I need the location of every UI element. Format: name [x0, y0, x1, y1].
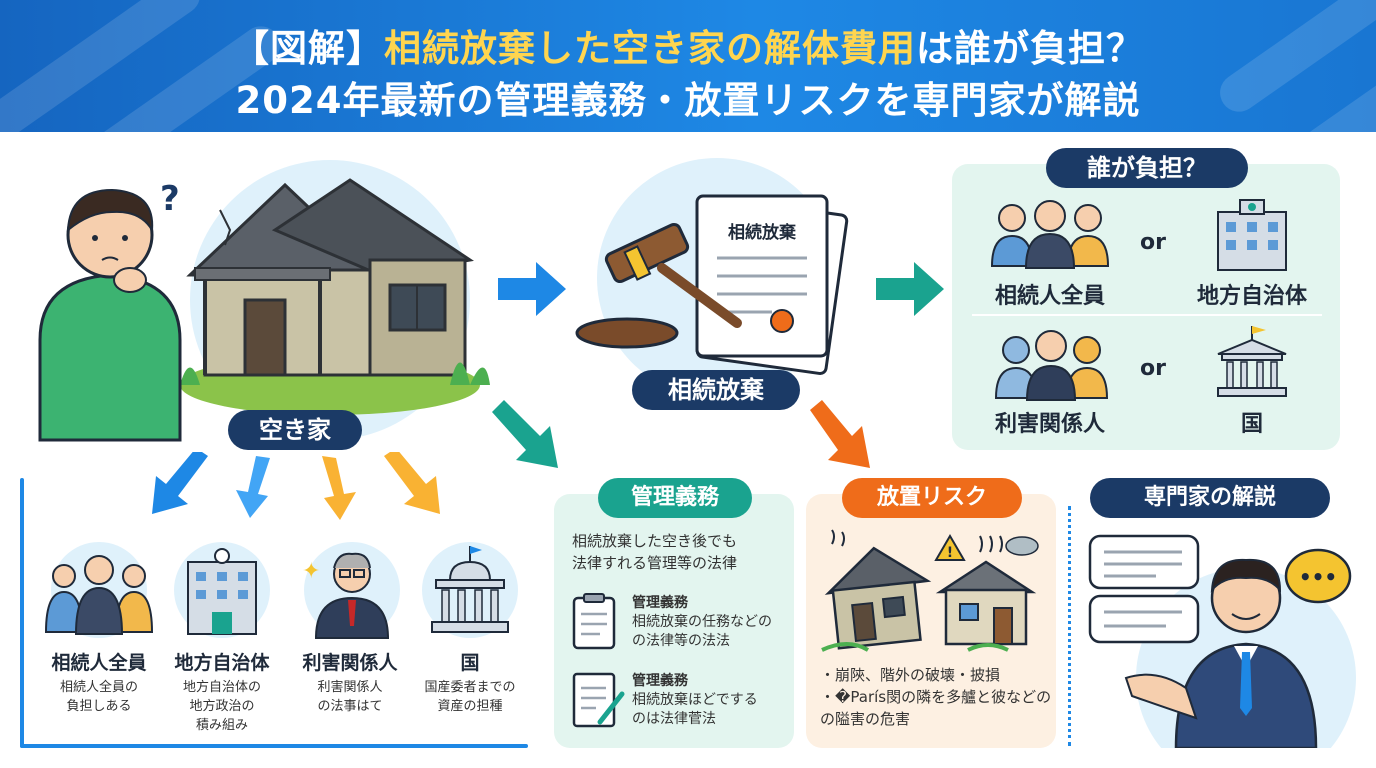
national-government-icon — [1217, 326, 1287, 397]
document-pen-icon — [572, 672, 625, 728]
option-heirs: 相続人全員 — [994, 284, 1105, 309]
cloud-icon — [979, 535, 1039, 556]
desc-line: 地方自治体の — [182, 680, 261, 695]
title-rest: は誰が負担？ — [916, 27, 1144, 70]
management-intro: 相続放棄した空き後でも 法律すれる管理等の法律 — [572, 530, 737, 574]
speech-bubble-icon — [1088, 594, 1200, 644]
thinking-bubble-icon — [1284, 548, 1352, 604]
item-line: 相続放棄ほどでする — [632, 692, 758, 708]
desc-line: 利害関係人 — [317, 680, 383, 695]
party-desc-heirs: 相続人全員の 負担しある — [36, 678, 162, 716]
legal-document-icon — [695, 194, 849, 375]
option-municipality: 地方自治体 — [1196, 284, 1307, 309]
party-desc-nation: 国産委者までの 資産の担種 — [414, 678, 526, 716]
risk-bullet: の隘害の危害 — [820, 710, 911, 728]
item-line: の法律等の法法 — [632, 633, 730, 649]
abandoned-house-icon — [186, 178, 474, 377]
dotted-divider — [1068, 506, 1071, 746]
header-banner: 【図解】相続放棄した空き家の解体費用は誰が負担？ 2024年最新の管理義務・放置… — [0, 0, 1376, 132]
party-name-stakeholder: 利害関係人 — [302, 652, 398, 674]
arrow-down-right-icon — [810, 400, 870, 468]
intro-line: 法律すれる管理等の法律 — [572, 554, 738, 572]
expert-person-icon — [1124, 558, 1318, 748]
management-item-1: 管理義務 相続放棄の任務などの の法律等の法法 — [632, 594, 772, 651]
weeds-icon — [450, 362, 490, 385]
risk-title: 放置リスク — [842, 478, 1022, 518]
arrow-right-icon — [876, 262, 944, 316]
intro-line: 相続放棄した空き後でも — [572, 532, 738, 550]
risk-bullets: ・崩陝、階外の破壊・披損 ・�París閔の隣を多艫と彼などの の隘害の危害 — [820, 664, 1051, 730]
warning-icon: ! — [934, 534, 966, 561]
weeds-icon — [821, 642, 1009, 652]
arrow-down-right-icon — [384, 452, 440, 514]
desc-line: 国産委者までの — [424, 680, 516, 695]
party-municipality-icon — [174, 542, 270, 638]
vacant-house-label: 空き家 — [228, 410, 362, 450]
house-scene: ? — [38, 160, 490, 442]
bracket-line-vertical — [20, 478, 24, 748]
party-name-municipality: 地方自治体 — [174, 652, 270, 674]
speech-bubble-icon — [1088, 534, 1200, 590]
title-accent: 相続放棄した空き家の解体費用 — [384, 27, 916, 70]
party-name-nation: 国 — [460, 652, 480, 674]
party-name-heirs: 相続人全員 — [51, 652, 147, 674]
weeds-icon — [180, 367, 200, 385]
arrow-down-icon — [236, 456, 270, 518]
item-heading: 管理義務 — [632, 595, 688, 611]
item-heading: 管理義務 — [632, 673, 688, 689]
expert-title: 専門家の解説 — [1090, 478, 1330, 518]
desc-line: 負担しある — [66, 699, 132, 714]
management-title: 管理義務 — [598, 478, 752, 518]
branch-arrows — [152, 452, 440, 520]
arrow-down-left-icon — [152, 452, 208, 514]
bubble-dots: ••• — [1299, 565, 1337, 589]
damaged-house-icon — [935, 560, 1037, 646]
party-heirs-icon — [44, 542, 154, 638]
desc-line: 積み組み — [195, 718, 248, 733]
risk-bullet: ・崩陝、階外の破壊・披損 — [820, 666, 1001, 684]
renunciation-label: 相続放棄 — [632, 370, 800, 410]
worried-person-icon — [38, 188, 182, 442]
divider — [972, 314, 1322, 316]
page-subtitle: 2024年最新の管理義務・放置リスクを専門家が解説 — [235, 79, 1141, 122]
expert-scene: ••• — [1088, 534, 1356, 748]
or-label: or — [1140, 230, 1166, 255]
party-stakeholder-icon: ✦ — [302, 542, 400, 639]
desc-line: 相続人全員の — [59, 680, 138, 695]
page-title: 【図解】相続放棄した空き家の解体費用は誰が負担？ — [0, 18, 1376, 72]
clipboard-icon — [572, 593, 616, 650]
option-nation: 国 — [1240, 412, 1263, 437]
collapsing-house-icon — [824, 529, 932, 650]
option-stakeholders: 利害関係人 — [994, 412, 1105, 437]
risk-bullet: ・�París閔の隣を多艫と彼などの — [820, 688, 1052, 706]
party-nation-icon — [422, 542, 518, 638]
question-mark-icon: ? — [160, 179, 180, 219]
svg-text:!: ! — [947, 545, 953, 561]
who-pays-title: 誰が負担？ — [1046, 148, 1248, 188]
desc-line: の法事はて — [317, 699, 383, 714]
municipal-building-icon — [1217, 199, 1287, 271]
arrow-right-icon — [498, 262, 566, 316]
arrow-down-right-icon — [492, 400, 558, 468]
bracket-line-horizontal — [20, 744, 528, 748]
arrow-down-icon — [322, 456, 356, 520]
renunciation-scene: 相続放棄 — [575, 158, 849, 398]
document-title: 相続放棄 — [728, 222, 797, 243]
title-bracket: 【図解】 — [232, 27, 384, 70]
desc-line: 資産の担種 — [437, 699, 503, 714]
management-item-2: 管理義務 相続放棄ほどでする のは法律菅法 — [632, 672, 758, 729]
party-desc-municipality: 地方自治体の 地方政治の 積み組み — [164, 678, 280, 735]
item-line: 相続放棄の任務などの — [632, 614, 772, 630]
or-label: or — [1140, 356, 1166, 381]
desc-line: 地方政治の — [189, 699, 255, 714]
stakeholders-icon — [994, 330, 1109, 401]
svg-text:✦: ✦ — [302, 559, 320, 584]
heirs-group-icon — [990, 200, 1110, 269]
party-desc-stakeholder: 利害関係人 の法事はて — [288, 678, 412, 716]
risk-illustration: ! — [821, 529, 1039, 652]
item-line: のは法律菅法 — [632, 711, 716, 727]
gavel-icon — [575, 222, 742, 349]
